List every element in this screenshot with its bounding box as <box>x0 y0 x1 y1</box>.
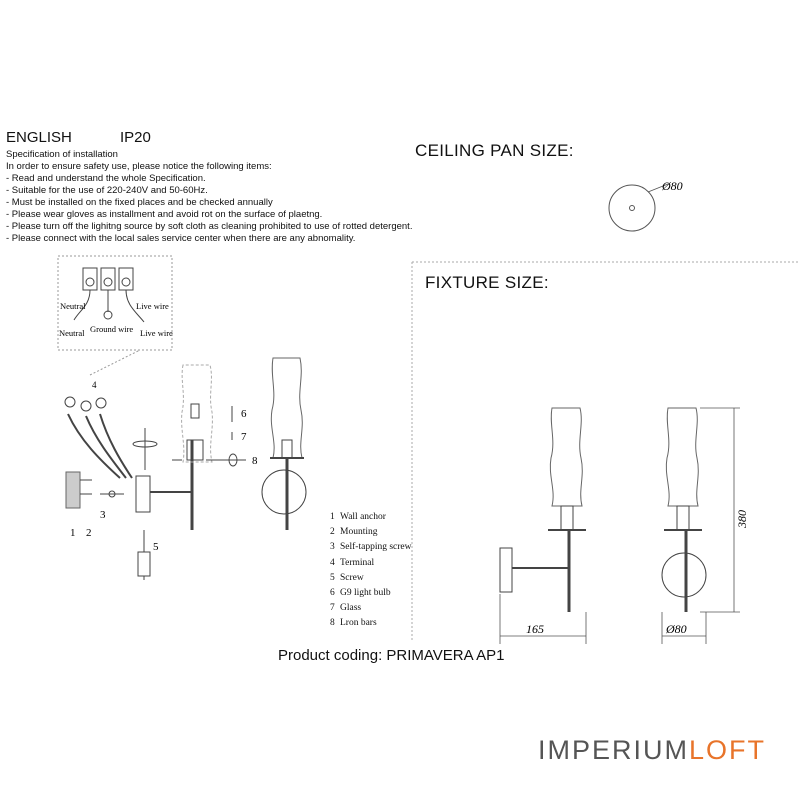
fixture-height: 380 <box>735 510 749 529</box>
spec-line: - Must be installed on the fixed places … <box>6 197 273 208</box>
spec-line: - Please connect with the local sales se… <box>6 233 356 244</box>
wiring-detail: Neutral Live wire Neutral Ground wire Li… <box>57 255 173 390</box>
wire-ground: Ground wire <box>90 324 133 334</box>
callout-terminal-number: 4 <box>92 380 97 390</box>
assembled-side-view <box>261 357 307 530</box>
callout-6: 6 <box>241 408 247 420</box>
callout-7: 7 <box>241 431 247 443</box>
wire-live-top: Live wire <box>136 301 169 311</box>
fixture-side-view: 380 Ø80 <box>661 407 749 644</box>
spec-line: In order to ensure safety use, please no… <box>6 161 272 172</box>
ceiling-diameter: Ø80 <box>661 179 683 193</box>
brand-part-imperium: IMPERIUM <box>538 735 689 765</box>
callout-2: 2 <box>86 527 92 539</box>
wire-neutral-bottom: Neutral <box>59 328 85 338</box>
spec-block: Specification of installation In order t… <box>6 149 416 245</box>
callout-3: 3 <box>100 509 106 521</box>
spec-line: - Please turn off the lighitng source by… <box>6 221 413 232</box>
callout-1: 1 <box>70 527 76 539</box>
spec-title: Specification of installation <box>6 149 118 160</box>
wire-neutral-top: Neutral <box>60 301 86 311</box>
fixture-width: 165 <box>526 622 544 636</box>
spec-line: - Please wear gloves as installment and … <box>6 209 323 220</box>
callout-8: 8 <box>252 455 258 467</box>
fixture-front-view: 165 <box>499 407 587 644</box>
fixture-diameter: Ø80 <box>665 622 687 636</box>
wire-live-bottom: Live wire <box>140 328 173 338</box>
brand-part-loft: LOFT <box>689 735 767 765</box>
language-label: ENGLISH <box>6 129 72 146</box>
callout-5: 5 <box>153 541 159 553</box>
brand-logo: IMPERIUMLOFT <box>538 735 766 766</box>
ip-rating: IP20 <box>120 129 151 146</box>
spec-line: - Read and understand the whole Specific… <box>6 173 206 184</box>
spec-line: - Suitable for the use of 220-240V and 5… <box>6 185 208 196</box>
fixture-size-title: FIXTURE SIZE: <box>425 273 549 292</box>
product-coding: Product coding: PRIMAVERA AP1 <box>278 647 505 664</box>
ceiling-pan-drawing: Ø80 <box>608 179 683 232</box>
ceiling-pan-title: CEILING PAN SIZE: <box>415 141 574 160</box>
exploded-assembly: 1 2 3 5 6 7 8 <box>64 364 258 580</box>
